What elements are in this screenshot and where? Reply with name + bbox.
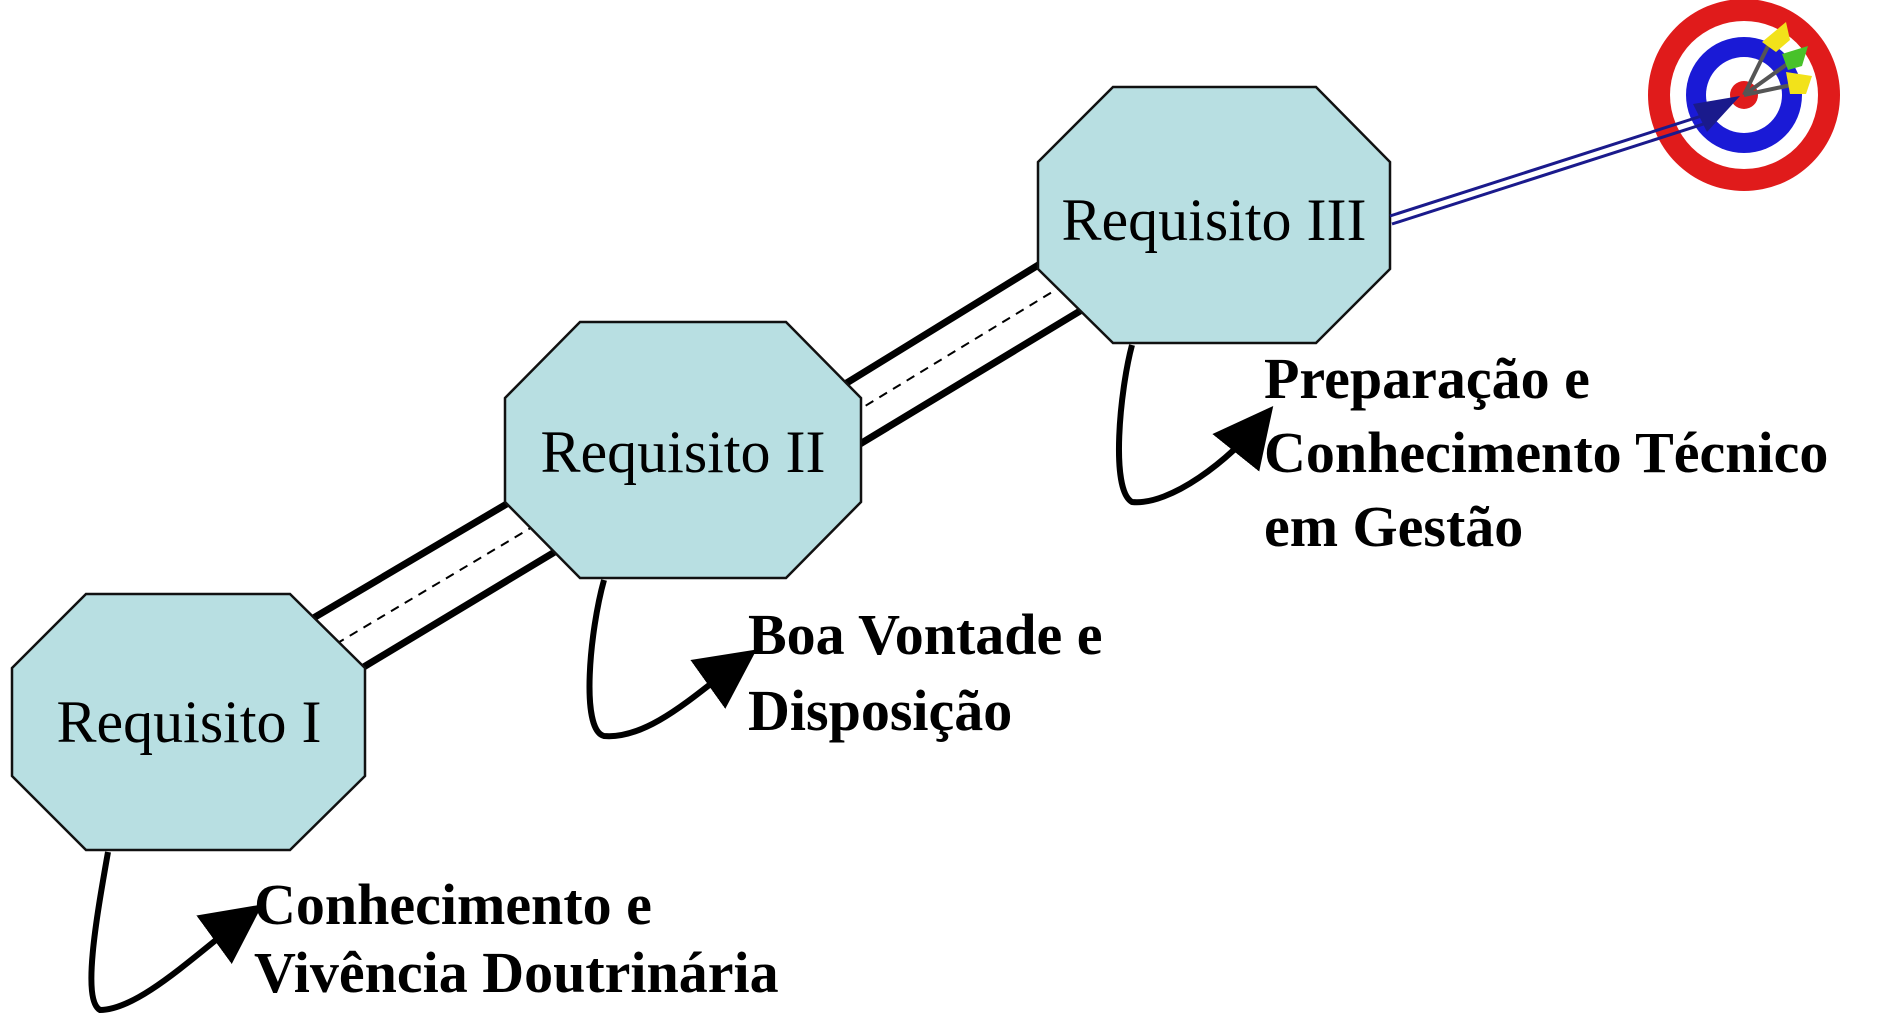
dart-fin-1 — [1762, 22, 1790, 52]
description-3-line-3: em Gestão — [1264, 494, 1523, 559]
target-icon — [1648, 0, 1840, 191]
description-3-line-2: Conhecimento Técnico — [1264, 420, 1828, 485]
requisito-node-2-shape — [503, 320, 863, 580]
requisito-node-1-shape — [10, 592, 367, 852]
requisito-node-3-shape — [1036, 85, 1392, 345]
requisito-node-1: Requisito I — [10, 592, 367, 852]
requisito-node-1-label: Requisito I — [57, 689, 322, 755]
dart-fin-3 — [1786, 72, 1812, 94]
requisito-node-2: Requisito II — [503, 320, 863, 580]
road-segment-2 — [843, 261, 1087, 447]
arrow-icon — [1389, 96, 1740, 226]
road-segment-1 — [308, 498, 560, 671]
dart-icon — [1742, 22, 1812, 97]
arrow-shaft-1 — [1389, 110, 1715, 218]
requisito-node-3-label: Requisito III — [1062, 187, 1367, 253]
description-1-line-1: Conhecimento e — [254, 872, 652, 937]
arrow-shaft-2 — [1391, 118, 1717, 226]
dart-shaft-3 — [1743, 82, 1797, 97]
curve-arrow-2 — [586, 579, 757, 740]
requisito-node-3: Requisito III — [1036, 85, 1392, 345]
description-2-line-2: Disposição — [748, 678, 1012, 743]
arrow-head — [1693, 96, 1740, 132]
description-3-line-1: Preparação e — [1264, 346, 1590, 411]
description-1: Conhecimento e Vivência Doutrinária — [254, 872, 779, 1005]
dart-fin-2 — [1782, 46, 1808, 70]
description-1-line-2: Vivência Doutrinária — [254, 940, 779, 1005]
dart-shaft-1 — [1742, 37, 1774, 96]
description-2: Boa Vontade e Disposição — [748, 602, 1103, 743]
requisito-node-2-label: Requisito II — [541, 419, 826, 485]
description-3: Preparação e Conhecimento Técnico em Ges… — [1264, 346, 1828, 559]
curve-arrow-3 — [1115, 344, 1274, 506]
dart-shaft-2 — [1742, 60, 1792, 97]
description-2-line-1: Boa Vontade e — [748, 602, 1103, 667]
curve-arrow-1 — [88, 851, 263, 1013]
